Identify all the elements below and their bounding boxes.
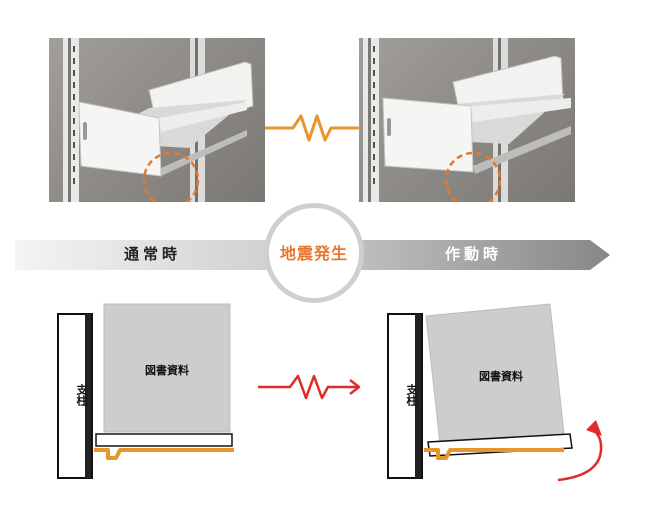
shelf-bracket: [94, 448, 234, 460]
shelf-active-illustration: [363, 38, 571, 202]
zigzag-arrow-icon: [258, 374, 361, 400]
pillar-label: 支柱: [75, 384, 88, 406]
curved-arrow-icon: [557, 429, 603, 482]
diagram-active: 支柱 図書資料: [380, 296, 640, 496]
pillar-label: 支柱: [405, 384, 418, 406]
label-earthquake: 地震発生: [279, 244, 348, 263]
book-block: [103, 303, 231, 433]
quake-circle: [264, 203, 364, 303]
shelf-plate: [95, 433, 233, 447]
diagram-normal: 支柱 図書資料: [50, 296, 310, 496]
shelf-normal-illustration: [63, 38, 254, 202]
photo-normal-shelf: [49, 38, 265, 202]
label-active: 作動時: [445, 245, 503, 263]
book-label: 図書資料: [145, 364, 189, 377]
photo-active-shelf: [359, 38, 575, 202]
dashed-circle-icon: [142, 151, 200, 202]
book-label: 図書資料: [479, 370, 523, 383]
dashed-circle-icon: [444, 151, 502, 202]
label-normal: 通常時: [124, 245, 182, 263]
shelf-bracket: [424, 448, 564, 460]
zigzag-line-icon: [265, 114, 360, 142]
